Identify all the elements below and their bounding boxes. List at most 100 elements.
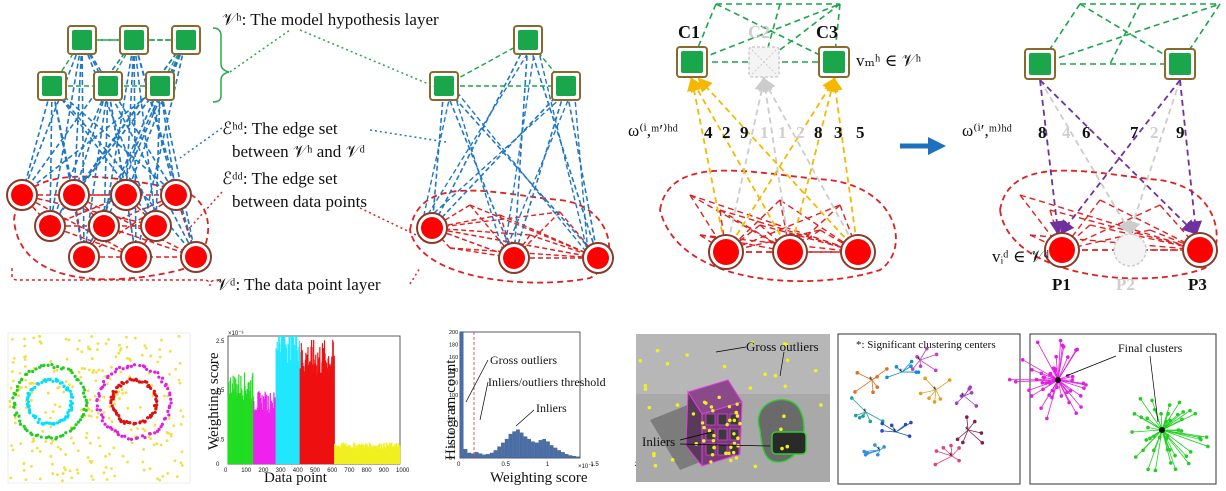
inlier-point (712, 433, 716, 438)
inlier-point (160, 422, 165, 426)
callout (715, 346, 747, 353)
cluster-point (1061, 344, 1066, 349)
outlier-point (80, 366, 84, 370)
histogram-bar (463, 449, 468, 459)
histogram-bar (546, 441, 550, 459)
inlier-point (39, 435, 43, 439)
edge (573, 85, 589, 255)
outlier-point (90, 409, 94, 413)
outlier-point (51, 472, 55, 475)
cluster-point (868, 419, 873, 424)
outlier-point (158, 348, 162, 352)
outlier-point (28, 382, 32, 385)
outlier-point (19, 442, 23, 445)
cluster-point (880, 429, 884, 433)
outlier-point (125, 356, 129, 360)
edge-weight: 1 (760, 123, 769, 142)
node-p2-label: P2 (1116, 275, 1135, 294)
cluster-link (851, 397, 867, 413)
y-tick-label: 40 (449, 431, 455, 437)
inlier-point (166, 409, 170, 413)
omega-label-right: ω⁽ⁱ′,ᵐ⁾ʰᵈ (962, 121, 1012, 140)
cluster-point (1133, 455, 1138, 459)
edge (51, 85, 177, 196)
cluster-link (962, 429, 969, 443)
outlier-point (86, 389, 90, 393)
toy-box (771, 431, 807, 455)
inlier-point (78, 418, 83, 422)
cluster-link (1147, 417, 1163, 431)
cluster-point (909, 364, 913, 369)
outlier-point (75, 468, 79, 472)
edge (689, 194, 727, 253)
edge-weight: 9 (740, 123, 749, 142)
histogram-bar (482, 454, 486, 459)
inlier-point (61, 418, 65, 422)
outlier-point (51, 410, 55, 414)
y-tick-label: 140 (449, 368, 458, 374)
inlier-point (40, 380, 44, 385)
outlier-point (11, 448, 15, 452)
data-node-fill (1187, 237, 1213, 263)
cube-tile (705, 413, 716, 426)
outlier-point (119, 370, 123, 374)
inlier-point (61, 366, 65, 370)
outlier-point (89, 414, 93, 418)
outlier-point (675, 403, 680, 407)
histogram-bar (519, 432, 524, 459)
x-tick-label: 200 (258, 468, 269, 474)
outlier-point (149, 437, 153, 441)
cluster-link (1057, 379, 1082, 408)
x-tick-label: 800 (362, 468, 373, 474)
outlier-point (165, 439, 169, 443)
y-tick-label: 160 (449, 355, 458, 361)
inlier-point (122, 419, 126, 424)
edge (1059, 79, 1181, 235)
inlier-point (51, 379, 55, 384)
callout (679, 443, 771, 447)
inlier-point (73, 374, 77, 379)
inlier-point (100, 413, 104, 417)
edge (503, 85, 575, 255)
cluster-point (1173, 453, 1177, 458)
cluster-point (1030, 367, 1034, 372)
outlier-point (107, 416, 111, 420)
edge (715, 3, 835, 63)
data-node-fill (1049, 237, 1075, 263)
inlier-point (18, 419, 22, 423)
outlier-point (92, 368, 96, 372)
outlier-point (785, 358, 790, 363)
outlier-point (17, 394, 20, 398)
outlier-point (87, 414, 91, 418)
cluster-point (1186, 461, 1191, 466)
outlier-point (83, 367, 87, 371)
histogram-bar (471, 453, 475, 459)
inlier-point (66, 388, 70, 392)
outlier-point (117, 351, 121, 355)
cluster-link (1046, 379, 1059, 419)
inlier-point (129, 437, 134, 441)
outlier-point (813, 368, 818, 373)
cluster-point (969, 390, 974, 395)
cluster-link (935, 455, 953, 465)
outlier-point (86, 406, 90, 410)
inlier-point (140, 434, 145, 438)
cluster-point (1020, 358, 1025, 362)
outlier-point (93, 394, 97, 398)
histogram-bar (557, 450, 561, 459)
edge (133, 39, 197, 258)
histogram-bar (564, 454, 569, 459)
edge-weight: 2 (796, 123, 805, 142)
outlier-point (13, 421, 17, 425)
histogram-bar (568, 455, 573, 459)
cluster-point (947, 378, 952, 382)
histogram-xlabel: Weighting score (490, 470, 588, 486)
outlier-point (90, 474, 93, 478)
edge (762, 76, 859, 253)
cluster-point (1045, 416, 1049, 421)
histogram-ylabel: Histogram count (443, 359, 459, 460)
x-tick-label: 300 (276, 468, 287, 474)
inlier-point (69, 392, 73, 396)
